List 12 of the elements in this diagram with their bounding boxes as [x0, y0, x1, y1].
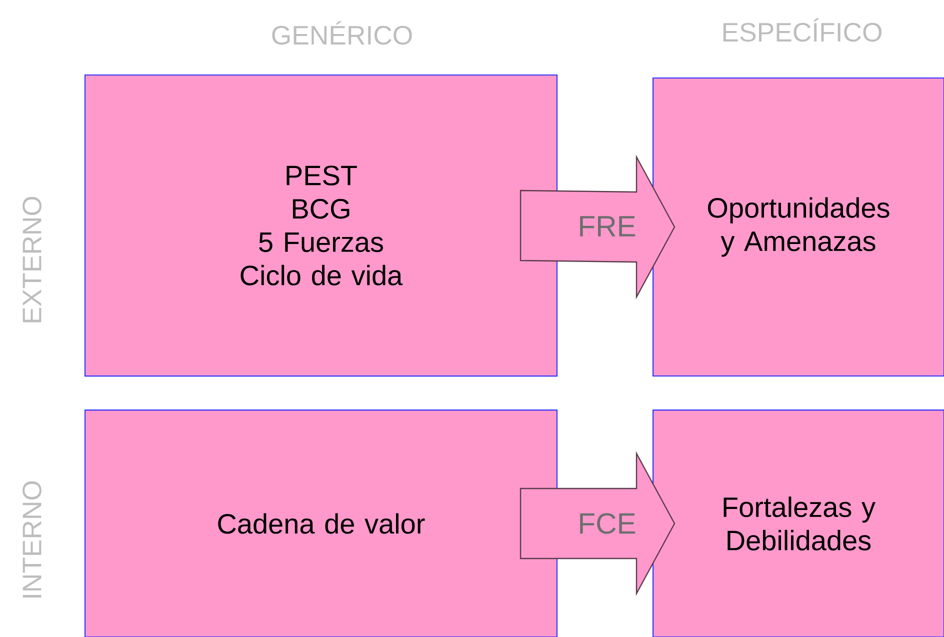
- block-arrow: [520, 154, 676, 300]
- edge-label: FCE: [576, 512, 638, 536]
- heading: GENÉRICO: [272, 21, 412, 45]
- heading: EXTERNO: [22, 196, 42, 322]
- text-box: PEST BCG 5 Fuerzas Ciclo de vida: [84, 74, 558, 377]
- heading: ESPECÍFICO: [723, 18, 882, 42]
- block-arrow: [520, 451, 676, 596]
- text-box: Cadena de valor: [84, 410, 558, 637]
- edge-label: FRE: [576, 214, 638, 238]
- heading: INTERNO: [22, 481, 42, 598]
- text-box: Oportunidades y Amenazas: [652, 77, 944, 377]
- text-box: Fortalezas y Debilidades: [652, 410, 944, 637]
